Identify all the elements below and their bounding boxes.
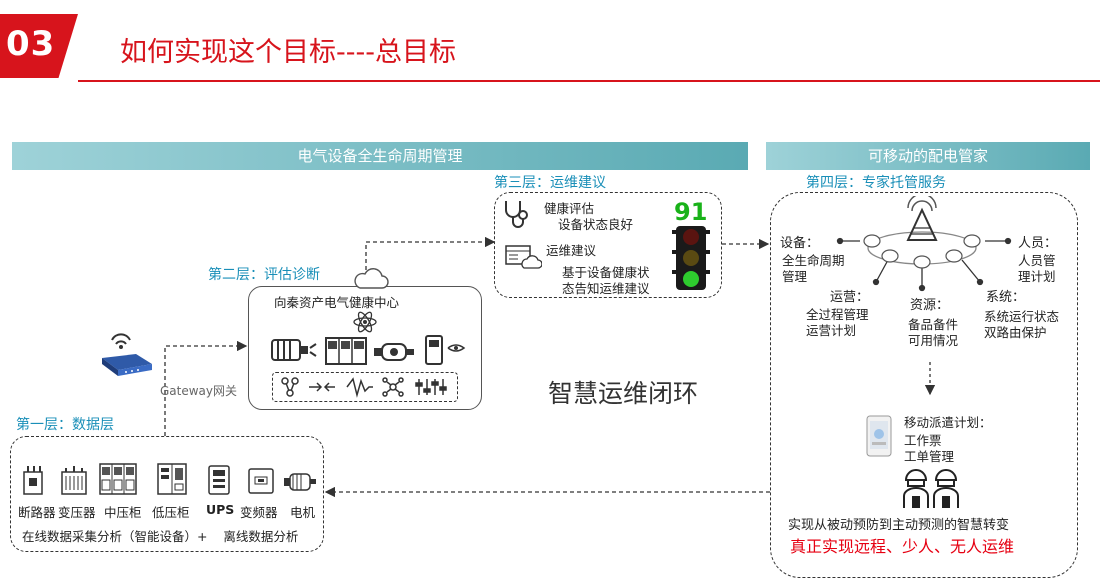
- equipment-line2: 管理: [782, 269, 808, 284]
- header-divider: [78, 80, 1100, 82]
- device-label-ups: UPS: [206, 502, 235, 517]
- expert-service-box: [770, 192, 1078, 578]
- vfd-icon: [246, 466, 276, 496]
- equipment-line1: 全生命周期: [782, 253, 845, 268]
- cloud-report-icon: [504, 244, 542, 270]
- system-line1: 系统运行状态: [984, 309, 1060, 324]
- section-number: 03: [6, 24, 56, 64]
- health-score: 91: [674, 198, 708, 226]
- operation-line1: 全过程管理: [806, 307, 869, 322]
- system-line2: 双路由保护: [984, 325, 1047, 340]
- breaker-icon: [18, 464, 50, 496]
- ops-advice-box: [494, 192, 722, 298]
- lifecycle-bar: 电气设备全生命周期管理: [12, 142, 748, 170]
- data-layer-box: [10, 436, 324, 552]
- layer4-title: 第四层：专家托管服务: [806, 175, 946, 191]
- mv-cabinet-icon: [98, 462, 138, 496]
- remote-ops-highlight: 真正实现远程、少人、无人运维: [790, 537, 1015, 556]
- dispatch-line1: 工作票: [904, 433, 942, 448]
- device-row-icons: [270, 334, 470, 368]
- transformation-summary: 实现从被动预防到主动预测的智慧转变: [788, 518, 1010, 533]
- advice-line2: 态告知运维建议: [562, 281, 650, 296]
- layer1-title: 第一层：数据层: [16, 417, 114, 433]
- personnel-title: 人员：: [1018, 236, 1058, 251]
- transformer-icon: [58, 464, 90, 496]
- device-label-transformer: 变压器: [58, 505, 96, 520]
- gateway-router-icon: [96, 328, 156, 382]
- network-hub-icon: [836, 196, 1012, 292]
- operation-line2: 运营计划: [806, 323, 857, 338]
- page-title: 如何实现这个目标----总目标: [120, 37, 456, 68]
- device-label-lv-cabinet: 低压柜: [152, 505, 190, 520]
- resource-title: 资源：: [910, 298, 950, 313]
- resource-line1: 备品备件: [908, 317, 959, 332]
- traffic-light-icon: [670, 224, 712, 292]
- phone-app-icon: [864, 414, 894, 458]
- resource-line2: 可用情况: [908, 333, 959, 348]
- atom-icon: [352, 310, 378, 334]
- health-assessment-status: 设备状态良好: [558, 217, 634, 232]
- device-label-motor: 电机: [290, 505, 316, 520]
- equipment-title: 设备：: [780, 236, 820, 251]
- lv-cabinet-icon: [156, 462, 190, 496]
- personnel-line2: 理计划: [1018, 269, 1056, 284]
- stethoscope-icon: [500, 198, 536, 230]
- data-collection-note: 在线数据采集分析（智能设备）+ 离线数据分析: [22, 529, 299, 544]
- layer3-title: 第三层：运维建议: [494, 175, 606, 191]
- layer2-title: 第二层：评估诊断: [208, 267, 320, 283]
- dispatch-title: 移动派遣计划：: [904, 415, 992, 430]
- technicians-icon: [900, 466, 964, 510]
- device-label-mv-cabinet: 中压柜: [104, 505, 142, 520]
- health-center-title: 向秦资产电气健康中心: [274, 295, 400, 310]
- device-label-breaker: 断路器: [18, 505, 56, 520]
- analysis-tools-strip: [272, 372, 458, 402]
- smart-ops-loop-label: 智慧运维闭环: [548, 379, 699, 408]
- power-butler-bar: 可移动的配电管家: [766, 142, 1090, 170]
- cloud-icon: [350, 266, 390, 290]
- motor-icon: [282, 466, 318, 496]
- ups-icon: [206, 464, 232, 496]
- system-title: 系统：: [986, 290, 1026, 305]
- dispatch-line2: 工单管理: [904, 449, 955, 464]
- operation-title: 运营：: [830, 290, 870, 305]
- device-label-vfd: 变频器: [240, 505, 278, 520]
- gateway-label: Gateway网关: [160, 384, 238, 398]
- advice-title: 运维建议: [546, 243, 597, 258]
- advice-line1: 基于设备健康状: [562, 265, 650, 280]
- health-assessment-title: 健康评估: [544, 201, 595, 216]
- personnel-line1: 人员管: [1018, 253, 1056, 268]
